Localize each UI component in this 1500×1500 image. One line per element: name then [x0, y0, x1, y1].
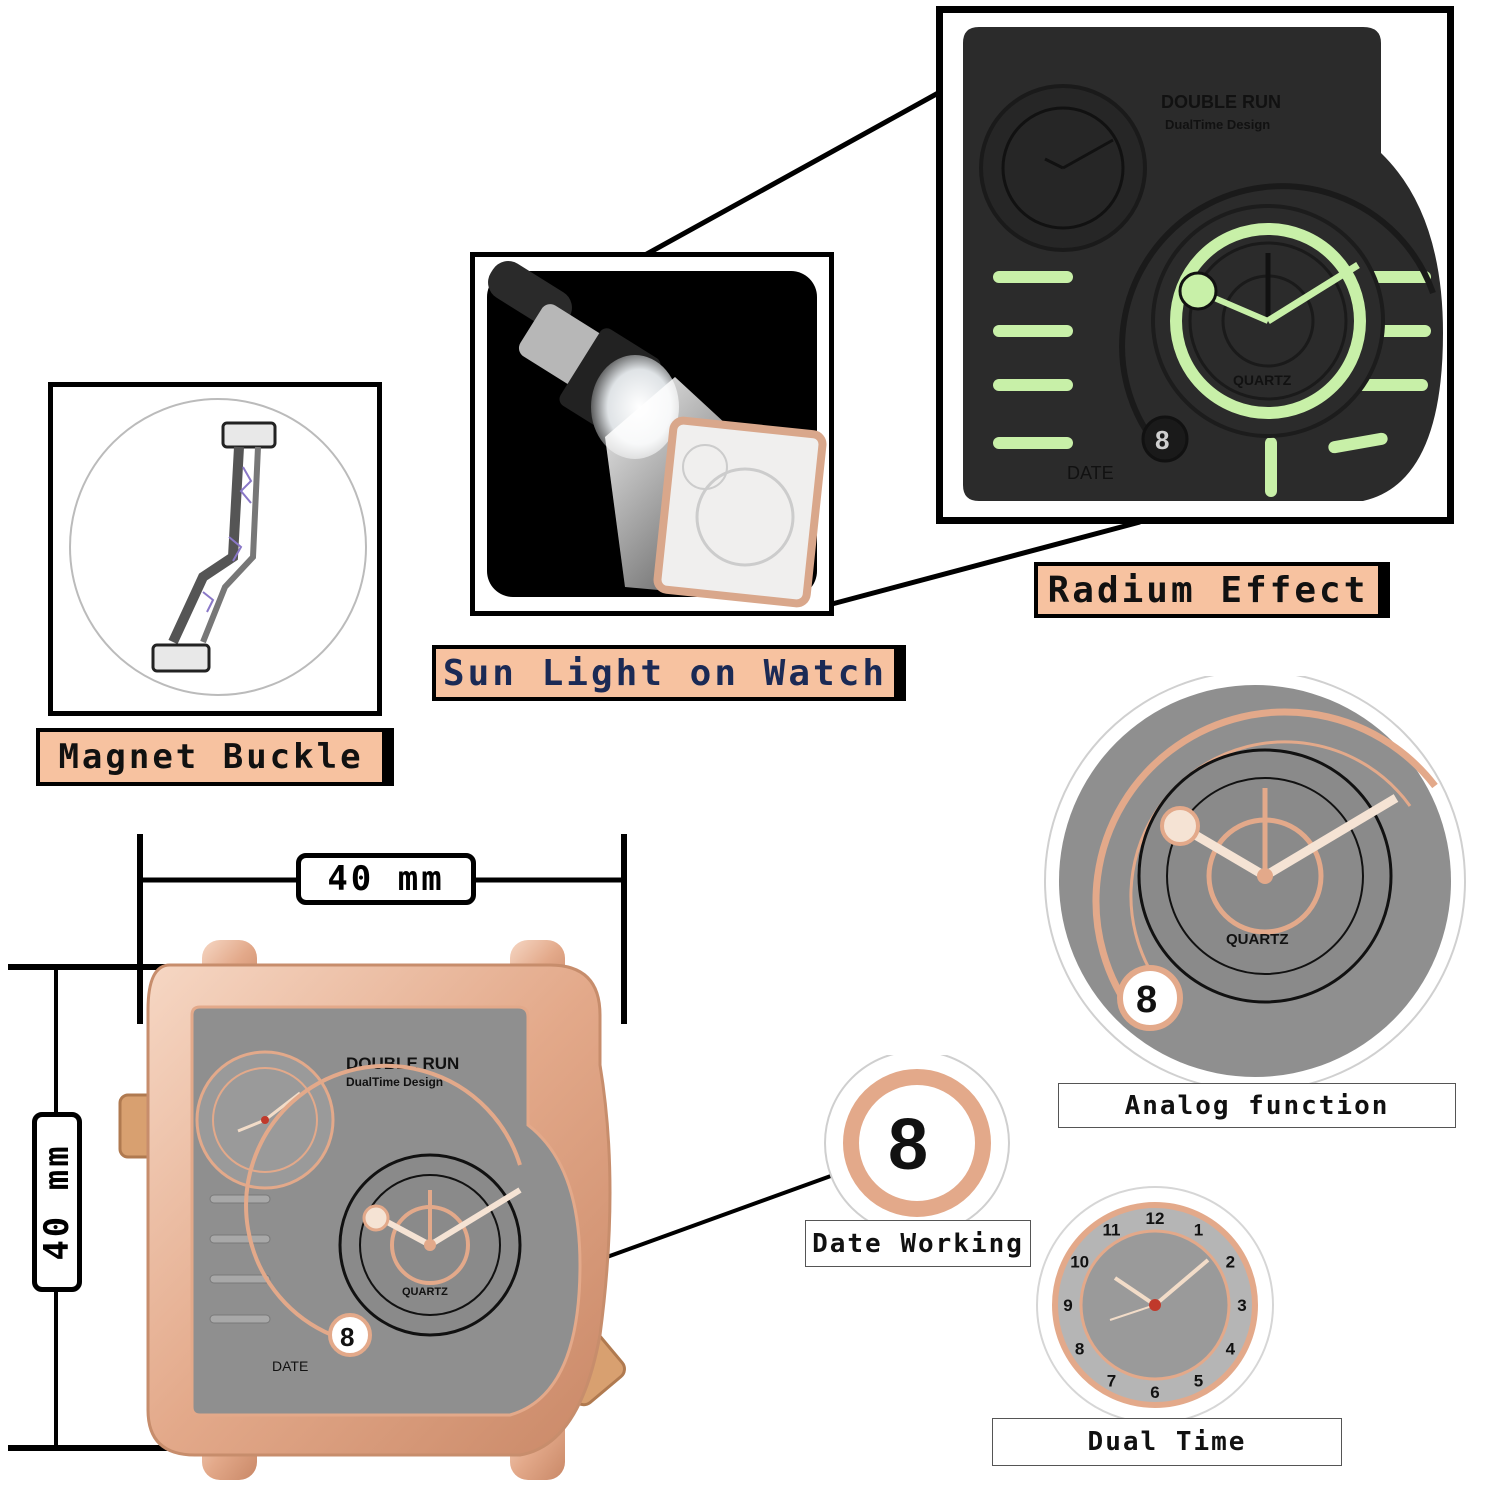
main-watch-brand: DOUBLE RUN [346, 1054, 459, 1073]
sun-light-image [487, 260, 827, 608]
dual-time-numeral: 11 [1103, 1221, 1121, 1240]
sun-light-label: Sun Light on Watch [432, 645, 906, 701]
dual-time-numeral: 9 [1063, 1296, 1072, 1315]
main-watch-quartz: QUARTZ [402, 1286, 448, 1298]
analog-date-value: 8 [1136, 979, 1157, 1021]
dual-time-numeral: 2 [1226, 1253, 1235, 1272]
dual-time-numeral: 5 [1194, 1371, 1203, 1390]
radium-date-label: DATE [1067, 463, 1114, 483]
dual-time-numeral: 10 [1070, 1253, 1089, 1272]
dual-time-numeral: 3 [1237, 1296, 1246, 1315]
date-working-label: Date Working [805, 1220, 1031, 1267]
main-watch-tagline: DualTime Design [346, 1075, 443, 1089]
date-working-value: 8 [888, 1105, 928, 1185]
analog-quartz: QUARTZ [1226, 931, 1289, 948]
radium-effect-panel: DOUBLE RUN DualTime Design QUARTZ 8 DATE [936, 6, 1454, 524]
main-watch-date-label: DATE [272, 1358, 308, 1374]
magnet-buckle-image [69, 398, 367, 696]
width-dimension-label: 40 mm [296, 853, 476, 905]
radium-brand: DOUBLE RUN [1161, 92, 1281, 112]
dual-time-numeral: 12 [1146, 1209, 1165, 1228]
dual-time-numeral: 6 [1150, 1383, 1159, 1402]
height-dimension-text: 40 mm [37, 1143, 77, 1261]
analog-function-image: QUARTZ 8 [1044, 676, 1466, 1092]
dual-time-label: Dual Time [992, 1418, 1342, 1466]
main-watch: DOUBLE RUN DualTime Design QUARTZ 8 DATE [118, 940, 626, 1480]
analog-function-label: Analog function [1058, 1083, 1456, 1128]
dual-time-numeral: 8 [1075, 1340, 1084, 1359]
main-watch-date-value: 8 [340, 1322, 354, 1352]
magnet-buckle-panel [48, 382, 382, 716]
radium-dial-image: DOUBLE RUN DualTime Design QUARTZ 8 DATE [963, 27, 1443, 501]
radium-quartz: QUARTZ [1233, 372, 1292, 388]
magnet-buckle-label: Magnet Buckle [36, 728, 394, 786]
radium-date-value: 8 [1155, 425, 1169, 455]
height-dimension-label: 40 mm [32, 1112, 82, 1292]
sun-light-panel [470, 252, 834, 616]
dual-time-numeral: 4 [1226, 1340, 1236, 1359]
date-working-image: 8 [824, 1055, 1010, 1225]
radium-tagline: DualTime Design [1165, 117, 1270, 132]
dual-time-numeral: 7 [1107, 1371, 1116, 1390]
radium-effect-label: Radium Effect [1034, 562, 1390, 618]
dual-time-numeral: 1 [1194, 1221, 1203, 1240]
